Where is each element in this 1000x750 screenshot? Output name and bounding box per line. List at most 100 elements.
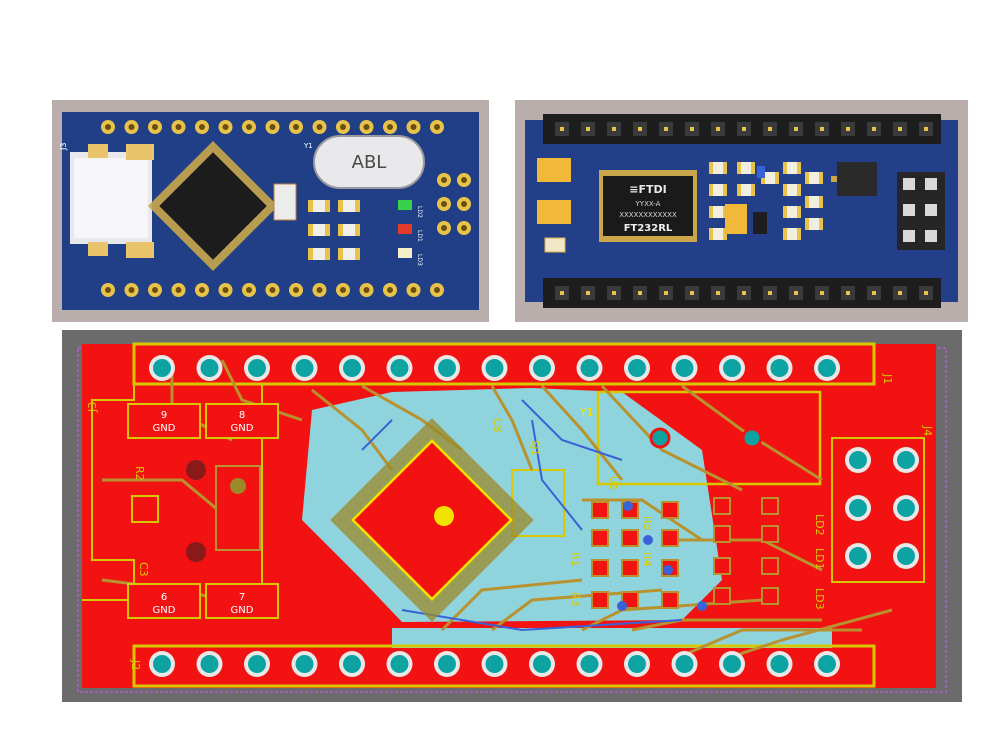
icsp-drill: [849, 547, 867, 565]
resistor-cap: [355, 248, 360, 260]
header-pin: [612, 291, 616, 295]
passive: [737, 162, 755, 174]
voltage-regulator: [837, 162, 877, 196]
resistor-cap: [308, 224, 313, 236]
smd-pad: [661, 501, 679, 519]
smd-pads: [591, 497, 779, 611]
header-pin: [742, 127, 746, 131]
pad-hole: [175, 287, 182, 293]
passive-cap: [805, 172, 809, 184]
resistor-array: [308, 200, 360, 260]
passive-cap: [819, 172, 823, 184]
passive-cap: [783, 184, 787, 196]
capacitor: [537, 200, 571, 224]
passive: [761, 172, 779, 184]
passive-cap: [737, 184, 741, 196]
resistor: [338, 200, 360, 212]
crystal-oscillator: [313, 135, 425, 189]
smd-pad: [591, 501, 609, 519]
header-pins: [903, 178, 937, 242]
through-hole-drill: [818, 655, 836, 673]
pad-hole: [293, 287, 299, 293]
gnd-pad: [205, 403, 279, 439]
header-pin: [586, 127, 590, 131]
chip-model: FT232RL: [624, 223, 673, 234]
icsp-outline: [831, 437, 925, 583]
through-hole-drill: [438, 655, 456, 673]
header-pin: [898, 127, 902, 131]
pad-hole: [340, 287, 346, 293]
resistor-cap: [308, 200, 313, 212]
icsp-pads: [437, 173, 471, 235]
smd-pad: [761, 587, 779, 605]
ref-designator: SJ1: [529, 440, 540, 456]
through-hole-drill: [818, 359, 836, 377]
passive: [783, 162, 801, 174]
pad-hole: [269, 124, 276, 130]
header-pin: [742, 291, 746, 295]
pad-number: 6: [161, 592, 167, 603]
passive-array: [709, 162, 823, 240]
pad-hole: [410, 124, 417, 130]
icsp-drill: [897, 451, 915, 469]
pad-number: 9: [161, 410, 167, 421]
through-hole-drill: [200, 359, 219, 377]
pad-hole: [246, 124, 252, 130]
usb-shell: [74, 158, 148, 238]
ref-designator: R2: [133, 466, 146, 481]
through-hole-drill: [153, 359, 171, 377]
icsp-drill: [849, 451, 867, 469]
ref-designator: C8: [491, 418, 504, 433]
pad-hole: [152, 124, 158, 130]
through-hole-drill: [580, 359, 599, 377]
pad-hole: [105, 287, 111, 293]
pad-hole: [105, 124, 111, 130]
ref-designator: J2: [129, 659, 142, 670]
passive: [709, 228, 727, 240]
board-bottom-render: ≡FTDI YYXX-A XXXXXXXXXXXX FT232RL: [515, 100, 968, 322]
passive-cap: [709, 228, 713, 240]
passive-cap: [709, 162, 713, 174]
pad-hole: [441, 177, 447, 183]
usb-tab: [126, 242, 154, 258]
pad-hole: [175, 124, 182, 130]
through-hole-drill: [248, 359, 266, 377]
header-pin: [560, 127, 564, 131]
via: [643, 535, 653, 545]
passive-cap: [783, 228, 787, 240]
passive-cap: [797, 206, 801, 218]
ref-designator: LD1: [813, 548, 826, 570]
header-pin: [716, 127, 720, 131]
ref-designator: Y1: [579, 406, 594, 419]
passive-cap: [783, 206, 787, 218]
passive: [805, 218, 823, 230]
smd-pad: [713, 587, 731, 605]
ftdi-chip: [603, 176, 693, 236]
header-pin: [586, 291, 590, 295]
pin1-marker: [434, 506, 454, 526]
passive-cap: [783, 162, 787, 174]
header-pin: [924, 291, 928, 295]
header-pin: [690, 291, 694, 295]
resistor-cap: [338, 248, 343, 260]
pcb-layout-view: 9 GND 8 GND 6 GND 7 GND J3 J1 J2 J4 Y1 C…: [62, 330, 962, 702]
header-pin: [903, 178, 915, 190]
pad-number: 7: [239, 592, 245, 603]
ref-designator: J3: [86, 402, 99, 413]
resistor: [308, 248, 330, 260]
crystal-pad: [741, 427, 763, 449]
ref-designator: R5: [641, 516, 654, 531]
header-pin: [872, 127, 876, 131]
pad-number: 8: [239, 410, 245, 421]
passive-cap: [775, 172, 779, 184]
through-hole-drill: [153, 655, 171, 673]
through-holes: [149, 355, 919, 677]
smd-pad: [713, 497, 731, 515]
chip-serial: XXXXXXXXXXXX: [619, 211, 677, 219]
pad-hole: [461, 225, 467, 231]
crystal-label: ABL: [352, 152, 387, 173]
resistor-cap: [325, 200, 330, 212]
board-outline: [77, 347, 947, 693]
silk-ref: LD2: [416, 206, 423, 218]
passive-cap: [819, 196, 823, 208]
